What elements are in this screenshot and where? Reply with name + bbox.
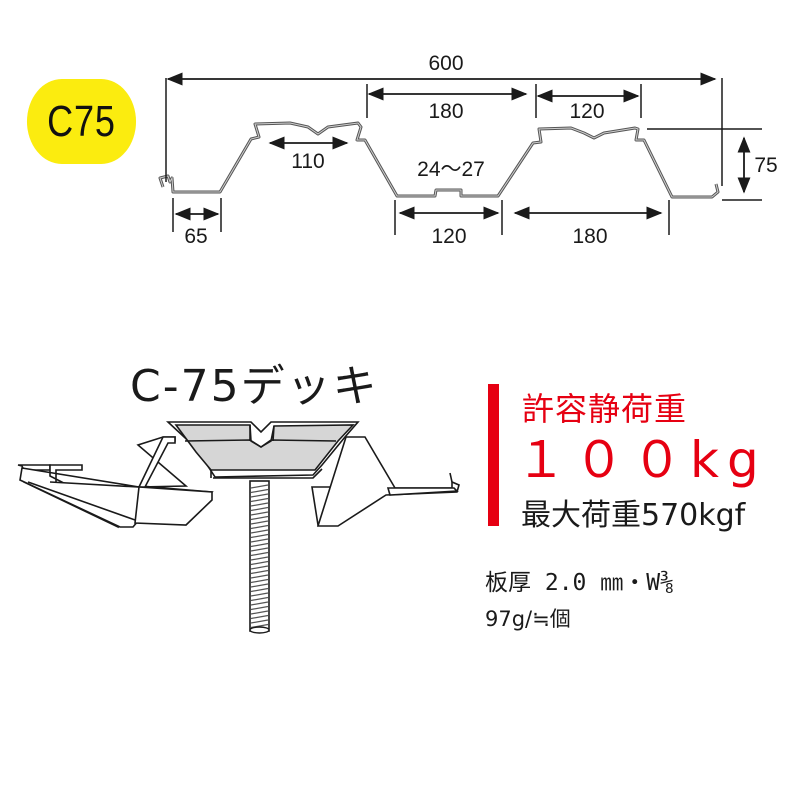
bolt-thread: [250, 538, 269, 543]
bolt-thread: [250, 506, 269, 512]
bolt-thread: [250, 592, 269, 597]
bolt-thread: [250, 587, 269, 593]
dimension-arrows: [166, 72, 751, 221]
bolt-thread: [250, 524, 269, 530]
bolt-thread: [250, 515, 269, 521]
bolt-thread: [250, 520, 269, 525]
bolt-thread: [250, 533, 269, 539]
bolt-thread: [250, 556, 269, 561]
accent-bar: [488, 384, 499, 526]
bolt-thread: [250, 497, 269, 503]
dim-label-65: 65: [184, 225, 207, 248]
deck-profile-inner: [159, 122, 719, 198]
deck-insert-illustration: [17, 421, 460, 529]
dim-label-180-bottom: 180: [572, 225, 607, 248]
bolt-thread: [250, 542, 269, 548]
bolt-thread: [250, 484, 269, 489]
bolt-thread: [250, 502, 269, 507]
bolt-thread: [250, 488, 269, 494]
thickness-bolt-spec: 板厚 2.0 ㎜・W⅜: [485, 570, 674, 596]
dim-label-110: 110: [291, 150, 324, 173]
bolt-thread: [250, 596, 269, 602]
model-badge: C75: [26, 79, 137, 164]
bolt-thread: [250, 574, 269, 579]
bolt-thread: [250, 569, 269, 575]
product-name: C-75デッキ: [130, 361, 379, 412]
bolt-thread: [250, 560, 269, 566]
bolt-thread: [250, 493, 269, 498]
bolt-thread: [250, 601, 269, 606]
allowable-load-value: １００kg: [516, 431, 767, 489]
bolt-thread: [250, 551, 269, 557]
dim-label-180-top: 180: [428, 100, 463, 123]
weight-spec: 97g/≒個: [485, 607, 571, 631]
allowable-load-title: 許容静荷重: [522, 390, 688, 428]
bolt-thread: [250, 547, 269, 552]
extension-lines: [165, 78, 762, 235]
dim-label-groove: 24～27: [417, 158, 485, 181]
bolt-thread: [250, 565, 269, 570]
bolt-thread: [250, 511, 269, 516]
dim-label-75: 75: [754, 154, 777, 177]
bolt-thread: [250, 578, 269, 584]
bolt-thread: [250, 605, 269, 611]
dim-label-120-top: 120: [569, 100, 604, 123]
bolt-thread: [250, 529, 269, 534]
dim-label-120-bottom: 120: [431, 225, 466, 248]
model-badge-label: C75: [47, 96, 116, 146]
bolt-thread: [250, 614, 269, 620]
threaded-bolt: [249, 480, 270, 634]
bolt-thread: [250, 610, 269, 615]
bolt-thread: [250, 583, 269, 588]
bolt-thread: [250, 619, 269, 624]
dim-label-600: 600: [428, 52, 463, 75]
max-load-label: 最大荷重570kgf: [521, 498, 746, 533]
